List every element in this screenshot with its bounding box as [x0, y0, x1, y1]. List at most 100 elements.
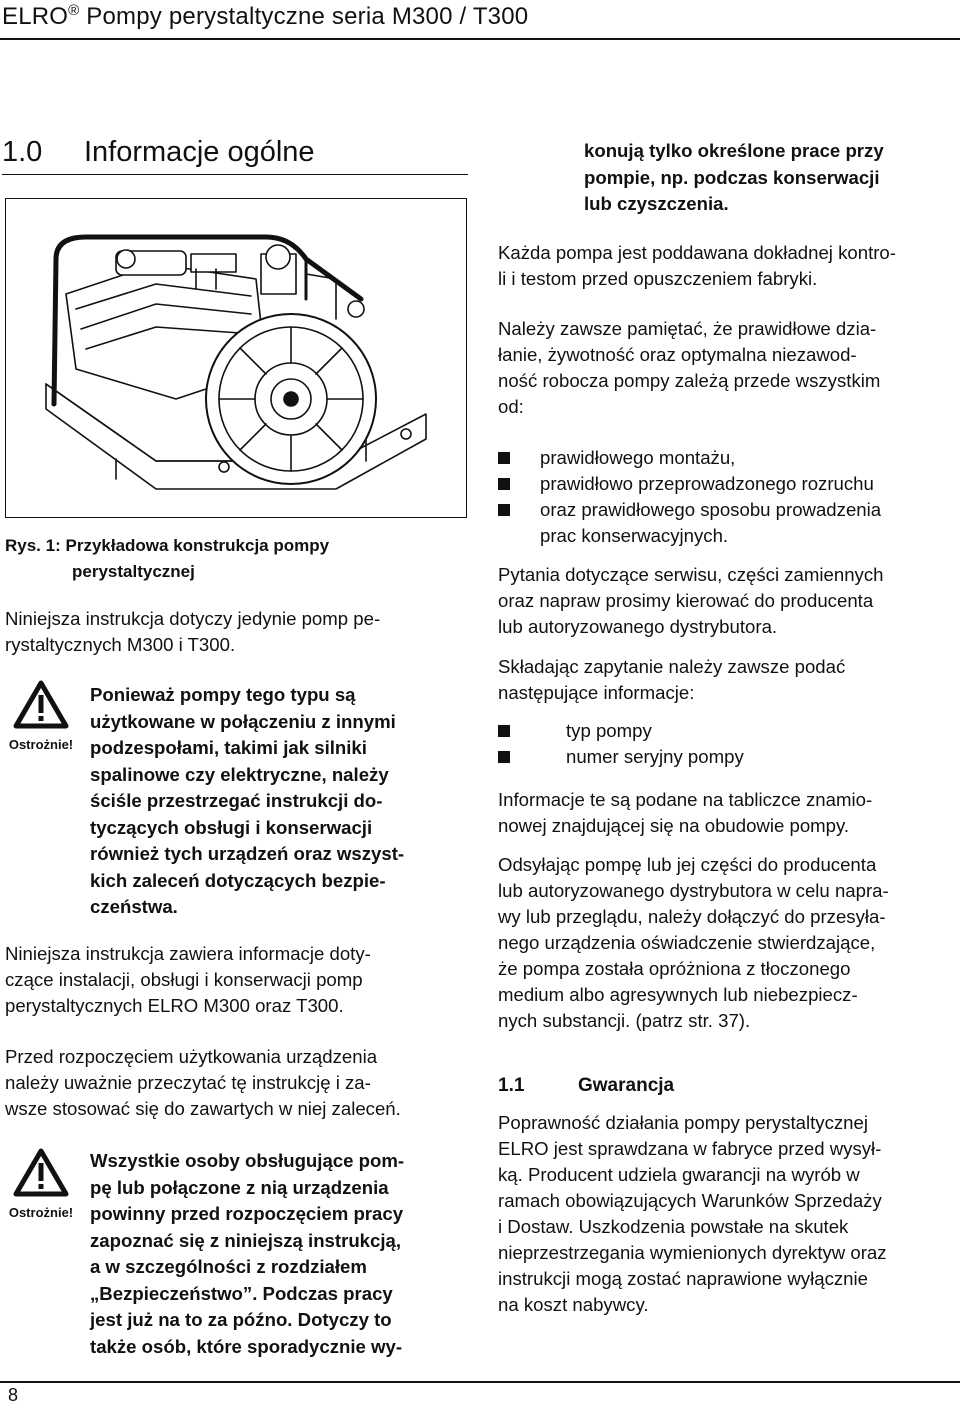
subsection-title: Gwarancja — [578, 1075, 675, 1096]
warning-text-1: Ponieważ pompy tego typu są użytkowane w… — [90, 682, 470, 921]
warning-text-2: Wszystkie osoby obsługujące pom- pę lub … — [90, 1148, 475, 1360]
bullet-square-icon — [498, 751, 510, 763]
right-warning-continuation: konują tylko określone prace przy pompie… — [584, 138, 954, 218]
right-paragraph-7: Poprawność działania pompy perystaltyczn… — [498, 1110, 958, 1318]
right-p5-line: Informacje te są podane na tabliczce zna… — [498, 789, 873, 810]
right-p6-line: nego urządzenia oświadczenie stwierdzają… — [498, 932, 876, 953]
left-p2-line: Niniejsza instrukcja zawiera informacje … — [5, 943, 371, 964]
warn2-line: a w szczególności z rozdziałem — [90, 1256, 367, 1277]
warn1-line: ściśle przestrzegać instrukcji do- — [90, 790, 383, 811]
subsection-number: 1.1 — [498, 1075, 525, 1096]
right-p3-line: lub autoryzowanego dystrybutora. — [498, 616, 778, 637]
right-p7-line: ką. Producent udziela gwarancji na wyrób… — [498, 1164, 860, 1185]
figure-caption: Rys. 1: Przykładowa konstrukcja pompy pe… — [5, 533, 329, 585]
section-rule — [2, 174, 468, 175]
bullet-square-icon — [498, 452, 510, 464]
right-paragraph-2: Należy zawsze pamiętać, że prawidłowe dz… — [498, 316, 958, 420]
section-heading: 1.0 Informacje ogólne — [2, 136, 315, 169]
registered-mark: ® — [68, 2, 80, 19]
right-p6-line: Odsyłając pompę lub jej części do produc… — [498, 854, 877, 875]
right-p4-line: Składając zapytanie należy zawsze podać — [498, 656, 846, 677]
page-number: 8 — [8, 1385, 19, 1405]
cont-line: pompie, np. podczas konserwacji — [584, 166, 880, 188]
right-p7-line: ramach obowiązujących Warunków Sprzedaży — [498, 1190, 882, 1211]
info-list: typ pompy numer seryjny pompy — [498, 718, 958, 770]
left-p1-line: Niniejsza instrukcja dotyczy jedynie pom… — [5, 608, 381, 629]
right-p7-line: ELRO jest sprawdzana w fabryce przed wys… — [498, 1138, 882, 1159]
right-p7-line: Poprawność działania pompy perystaltyczn… — [498, 1112, 868, 1133]
right-p2-line: od: — [498, 396, 524, 417]
right-p6-line: wy lub przeglądu, należy dołączyć do prz… — [498, 906, 886, 927]
caption-line-2: perystaltycznej — [72, 562, 195, 581]
right-paragraph-6: Odsyłając pompę lub jej części do produc… — [498, 852, 958, 1034]
right-p2-line: ność robocza pompy zależą przede wszystk… — [498, 370, 881, 391]
right-p5-line: nowej znajdującej się na obudowie pompy. — [498, 815, 850, 836]
bullet-square-icon — [498, 478, 510, 490]
right-p1-line: Każda pompa jest poddawana dokładnej kon… — [498, 242, 896, 263]
right-p6-line: że pompa została opróżniona z tłoczonego — [498, 958, 851, 979]
pump-figure — [5, 198, 467, 518]
right-paragraph-3: Pytania dotyczące serwisu, części zamien… — [498, 562, 958, 640]
list-item: numer seryjny pompy — [498, 744, 958, 770]
warn1-line: podzespołami, takimi jak silniki — [90, 737, 367, 758]
warn1-line: Ponieważ pompy tego typu są — [90, 684, 356, 705]
warn2-line: „Bezpieczeństwo”. Podczas pracy — [90, 1282, 393, 1304]
warn2-line: zapoznać się z niniejszą instrukcją, — [90, 1229, 402, 1251]
right-p3-line: oraz napraw prosimy kierować do producen… — [498, 590, 874, 611]
document-header: ELRO® Pompy perystaltyczne seria M300 / … — [2, 2, 528, 31]
right-p2-line: Należy zawsze pamiętać, że prawidłowe dz… — [498, 318, 877, 339]
warn1-line: kich zaleceń dotyczących bezpie- — [90, 869, 386, 891]
warning-block-2: Ostrożnie! — [6, 1148, 76, 1220]
warning-triangle-icon — [13, 680, 69, 729]
right-paragraph-4: Składając zapytanie należy zawsze podać … — [498, 654, 958, 706]
right-p2-line: łanie, żywotność oraz optymalna niezawod… — [498, 344, 857, 365]
list-item: prawidłowego montażu, — [498, 445, 958, 471]
right-p6-line: medium albo agresywnych lub niebezpiecz- — [498, 984, 858, 1005]
right-p7-line: nieprzestrzegania wymienionych dyrektyw … — [498, 1242, 887, 1263]
header-title-text: Pompy perystaltyczne seria M300 / T300 — [86, 3, 529, 30]
left-p3-line: wsze stosować się do zawartych w niej za… — [5, 1098, 401, 1119]
right-p4-line: następujące informacje: — [498, 682, 695, 703]
right-p6-line: nych substancji. (patrz str. 37). — [498, 1010, 751, 1031]
right-p1-line: li i testom przed opuszczeniem fabryki. — [498, 268, 818, 289]
right-p7-line: na koszt nabywcy. — [498, 1294, 649, 1315]
brand-name: ELRO — [2, 3, 69, 30]
subsection-heading: 1.1 Gwarancja — [498, 1075, 958, 1097]
left-p2-line: perystaltycznych ELRO M300 oraz T300. — [5, 995, 344, 1016]
left-p3-line: Przed rozpoczęciem użytkowania urządzeni… — [5, 1046, 378, 1067]
warn1-line: spalinowe czy elektryczne, należy — [90, 763, 389, 785]
right-p6-line: lub autoryzowanego dystrybutora w celu n… — [498, 880, 889, 901]
warning-label: Ostrożnie! — [8, 737, 74, 752]
warn2-line: powinny przed rozpoczęciem pracy — [90, 1203, 404, 1224]
warn2-line: Wszystkie osoby obsługujące pom- — [90, 1150, 405, 1171]
warn1-line: tyczących obsługi i konserwacji — [90, 816, 373, 838]
right-paragraph-1: Każda pompa jest poddawana dokładnej kon… — [498, 240, 958, 292]
warn1-line: użytkowane w połączeniu z innymi — [90, 710, 396, 732]
warning-triangle-icon — [13, 1148, 69, 1197]
left-p1-line: rystaltycznych M300 i T300. — [5, 634, 236, 655]
peristaltic-pump-illustration — [45, 234, 427, 490]
header-rule — [0, 38, 960, 40]
left-p2-line: czące instalacji, obsługi i konserwacji … — [5, 969, 363, 990]
caption-label: Rys. 1: — [5, 536, 61, 555]
left-p3-line: należy uważnie przeczytać tę instrukcję … — [5, 1072, 371, 1093]
left-paragraph-3: Przed rozpoczęciem użytkowania urządzeni… — [5, 1044, 475, 1122]
cont-line: lub czyszczenia. — [584, 193, 729, 214]
footer-rule — [0, 1381, 960, 1383]
list-item: typ pompy — [498, 718, 958, 744]
list-item: prawidłowo przeprowadzonego rozruchu — [498, 471, 958, 497]
right-p3-line: Pytania dotyczące serwisu, części zamien… — [498, 564, 884, 585]
left-paragraph-1: Niniejsza instrukcja dotyczy jedynie pom… — [5, 606, 470, 658]
right-paragraph-5: Informacje te są podane na tabliczce zna… — [498, 787, 958, 839]
bullet-square-icon — [498, 504, 510, 516]
right-p7-line: instrukcji mogą zostać naprawione wyłącz… — [498, 1268, 868, 1289]
warning-block-1: Ostrożnie! — [6, 680, 76, 752]
warn1-line: również tych urządzeń oraz wszyst- — [90, 843, 405, 864]
section-title: Informacje ogólne — [84, 136, 315, 168]
bullet-square-icon — [498, 725, 510, 737]
section-number: 1.0 — [2, 136, 43, 168]
left-paragraph-2: Niniejsza instrukcja zawiera informacje … — [5, 941, 470, 1019]
warning-label: Ostrożnie! — [8, 1205, 74, 1220]
caption-line-1: Przykładowa konstrukcja pompy — [65, 536, 330, 555]
requirements-list: prawidłowego montażu, prawidłowo przepro… — [498, 445, 958, 549]
